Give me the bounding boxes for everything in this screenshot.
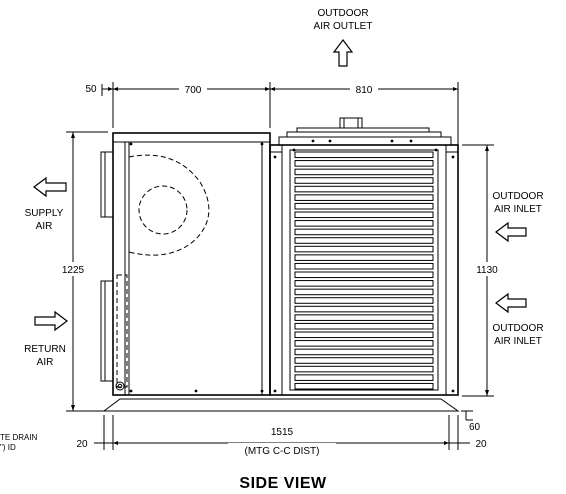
dim-base-height: 60 [469,422,481,433]
outdoor-air-inlet-upper-label-line1: OUTDOOR [492,191,543,202]
blower-hidden-lines [116,154,210,388]
dim-offset-right-bottom: 20 [475,439,487,450]
louver-blade [294,228,434,236]
louver-blade [294,220,434,227]
louver-blade [294,237,434,244]
unit-body [100,117,460,412]
louver-blade [294,177,434,184]
louver-blade [294,314,434,321]
fastener-dots [129,139,455,393]
condenser-louver-grille [289,149,439,391]
outdoor-air-outlet-label-line2: AIR OUTLET [314,21,373,32]
louver-blade [294,365,434,373]
louver-blade [294,322,434,330]
louver-blade [294,280,434,287]
louver-blade [294,297,434,304]
drain-note-line1: TE DRAIN [0,433,38,442]
dim-width-right-section: 810 [356,85,373,96]
louver-blade [294,211,434,219]
dim-offset-left-bottom: 20 [76,439,88,450]
top-dimension-line [101,82,459,145]
return-air-label-line1: RETURN [24,344,66,355]
louver-blade [294,185,434,193]
louver-blade [294,245,434,253]
louver-blade [294,331,434,339]
dim-mtg-distance: 1515 [271,427,294,438]
dim-width-left-section: 700 [185,85,202,96]
louver-blade [294,374,434,381]
louver-blade [294,202,434,210]
louver-blade [294,254,434,261]
louver-blade [294,168,434,176]
dim-height-coil: 1130 [476,265,498,276]
outdoor-air-inlet-upper-arrow-icon [495,221,527,243]
dim-height-overall: 1225 [62,265,85,276]
louver-blade [294,348,434,356]
louver-blade [294,305,434,313]
louver-blade [294,288,434,296]
louver-blade [294,271,434,279]
outlet-up-arrow-icon [332,39,354,67]
supply-air-label-line2: AIR [36,221,53,232]
return-air-label-line2: AIR [37,357,54,368]
louver-blade [294,194,434,201]
louver-blade [294,382,434,390]
louver-blade [294,357,434,364]
return-air-right-arrow-icon [34,310,68,332]
drawing-title: SIDE VIEW [239,475,327,492]
dim-mtg-distance-note: (MTG C-C DIST) [245,446,320,457]
outdoor-air-outlet-label-line1: OUTDOOR [317,8,368,19]
outdoor-air-inlet-upper-label-line2: AIR INLET [494,204,542,215]
louver-blade [294,160,434,167]
louver-blade [294,340,434,347]
dim-offset-top-left: 50 [85,84,97,95]
supply-air-label-line1: SUPPLY [25,208,64,219]
louver-blade [294,151,434,159]
outdoor-air-inlet-lower-label-line2: AIR INLET [494,336,542,347]
outdoor-air-inlet-lower-arrow-icon [495,292,527,314]
louver-frame [289,149,439,391]
supply-air-left-arrow-icon [33,176,67,198]
base-dimension [461,410,473,421]
drain-note-line2: ") ID [0,443,16,452]
outdoor-air-inlet-lower-label-line1: OUTDOOR [492,323,543,334]
louver-blade [294,262,434,270]
